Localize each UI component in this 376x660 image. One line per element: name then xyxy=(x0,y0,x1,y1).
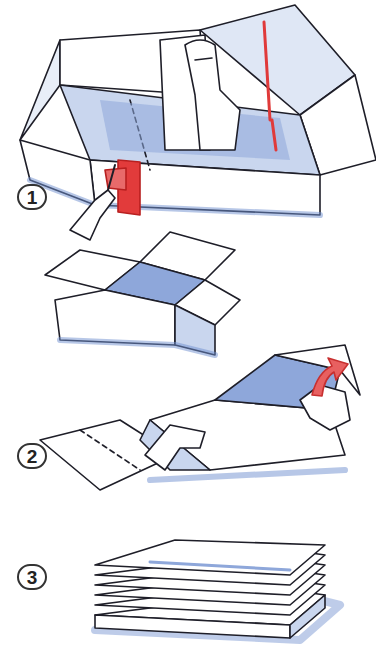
hands-folding-box xyxy=(140,345,360,480)
callout-number: 1 xyxy=(17,184,47,210)
open-box-step-2 xyxy=(45,232,240,355)
open-box-step-1 xyxy=(20,5,376,240)
callout-number: 2 xyxy=(17,443,47,469)
callout-number: 3 xyxy=(17,564,47,590)
stack-of-flat-boxes xyxy=(95,540,340,640)
